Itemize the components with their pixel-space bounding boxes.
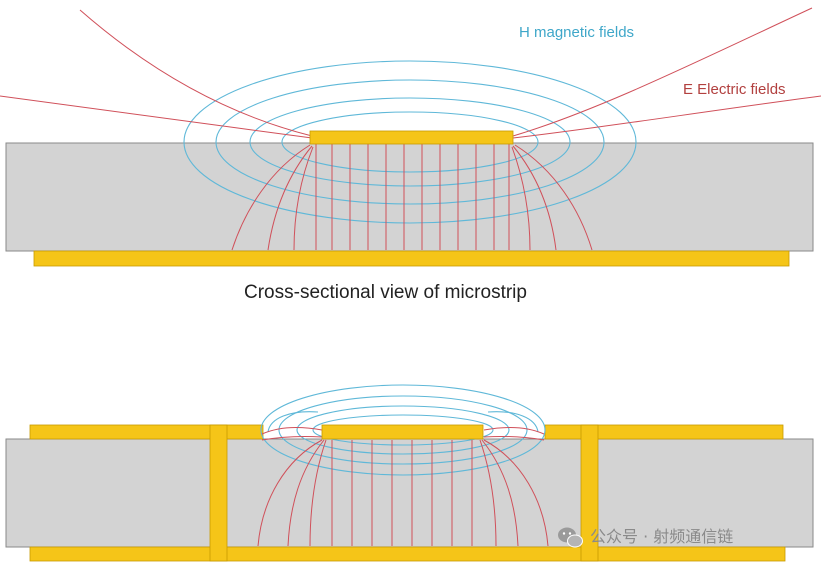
microstrip-electric-field-lines (0, 7, 821, 251)
h-loop (260, 384, 546, 476)
cpwg-substrate (5, 438, 814, 548)
e-line (287, 439, 325, 547)
watermark: 公众号 · 射频通信链 (558, 527, 733, 548)
e-line (479, 439, 497, 547)
cpwg-signal-trace (321, 424, 484, 440)
e-line (231, 144, 311, 251)
e-line (261, 435, 323, 441)
e-line (511, 146, 531, 251)
h-loop (296, 405, 510, 455)
e-line (257, 439, 323, 547)
microstrip-substrate (5, 142, 814, 252)
h-loop (278, 395, 528, 465)
e-line (481, 439, 519, 547)
h-loop (487, 411, 539, 433)
watermark-text: 公众号 · 射频通信链 (590, 527, 733, 546)
h-loop (267, 411, 319, 433)
cpwg-section (5, 384, 814, 562)
e-line (79, 9, 313, 137)
cpwg-top-ground-left (29, 424, 264, 440)
e-line (261, 426, 323, 435)
h-loop (249, 97, 571, 187)
via-right (580, 424, 599, 562)
microstrip-magnetic-field-lines (183, 60, 637, 224)
cpwg-ground-plane (29, 546, 786, 562)
e-line (483, 435, 545, 441)
cpwg-magnetic-field-lines (260, 384, 546, 476)
e-line (483, 426, 545, 435)
e-line (267, 145, 313, 251)
h-loop (281, 111, 539, 173)
top-caption: Cross-sectional view of microstrip (244, 282, 527, 303)
e-line (309, 439, 327, 547)
e-line (512, 95, 821, 139)
microstrip-ground-plane (33, 250, 790, 267)
microstrip-trace (309, 130, 514, 145)
e-line (293, 146, 314, 251)
h-loop (312, 414, 494, 446)
wechat-icon (558, 527, 583, 548)
cpwg-electric-field-lines (257, 426, 549, 547)
h-field-label: H magnetic fields (519, 24, 634, 41)
via-left (209, 424, 228, 562)
e-line (512, 7, 813, 137)
h-loop (215, 79, 605, 205)
microstrip-section (0, 7, 821, 267)
e-line (483, 439, 549, 547)
e-line (512, 145, 557, 251)
e-field-label: E Electric fields (683, 81, 786, 98)
h-loop (183, 60, 637, 224)
e-line (0, 95, 313, 139)
e-line (514, 144, 593, 251)
